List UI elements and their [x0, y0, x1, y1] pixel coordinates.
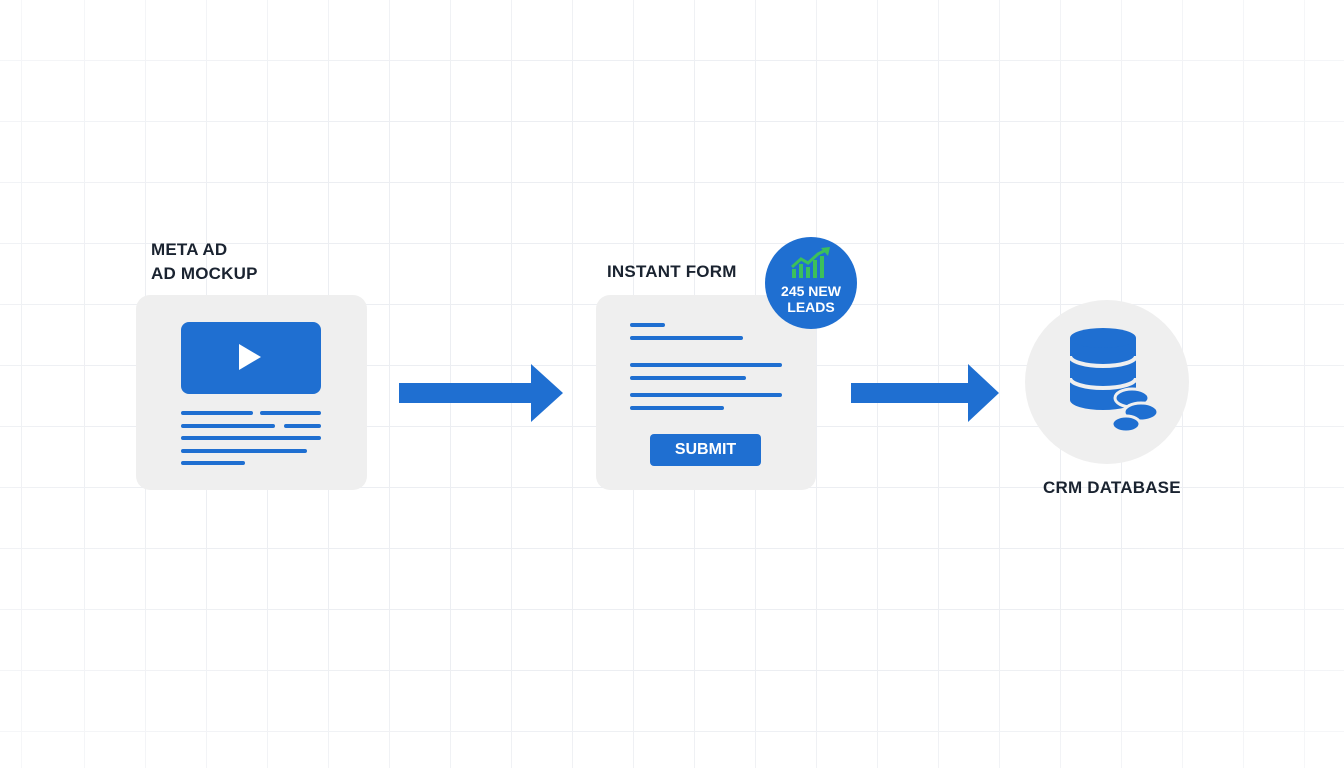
play-icon	[239, 344, 261, 370]
new-leads-text: 245 NEW LEADS	[765, 283, 857, 315]
video-thumbnail	[181, 322, 321, 394]
ad-stage-title: META AD AD MOCKUP	[151, 238, 258, 286]
ad-mockup-card	[136, 295, 367, 490]
submit-button[interactable]: SUBMIT	[650, 434, 761, 466]
ad-text-line	[181, 436, 321, 440]
ad-text-line	[181, 411, 253, 415]
crm-stage-title: CRM DATABASE	[1043, 478, 1181, 497]
form-field-line	[630, 363, 782, 367]
ad-stage-title-line2: AD MOCKUP	[151, 264, 258, 283]
database-icon	[1068, 328, 1158, 434]
new-leads-label: LEADS	[787, 299, 835, 315]
form-field-line	[630, 393, 782, 397]
ad-text-line	[181, 461, 245, 465]
instant-form-card: SUBMIT	[596, 295, 816, 490]
form-field-line	[630, 336, 743, 340]
arrow-right-icon	[851, 364, 999, 422]
arrow-right-icon	[399, 364, 563, 422]
form-stage-title: INSTANT FORM	[607, 262, 737, 281]
ad-text-line	[181, 449, 307, 453]
crm-icon-circle	[1025, 300, 1189, 464]
ad-text-line	[260, 411, 321, 415]
ad-stage-title-line1: META AD	[151, 240, 228, 259]
form-field-line	[630, 406, 724, 410]
form-field-line	[630, 323, 665, 327]
new-leads-count: 245 NEW	[781, 283, 841, 299]
ad-text-line	[284, 424, 321, 428]
new-leads-badge: 245 NEW LEADS	[765, 237, 857, 329]
form-field-line	[630, 376, 746, 380]
trending-up-icon	[791, 247, 830, 278]
ad-text-line	[181, 424, 275, 428]
